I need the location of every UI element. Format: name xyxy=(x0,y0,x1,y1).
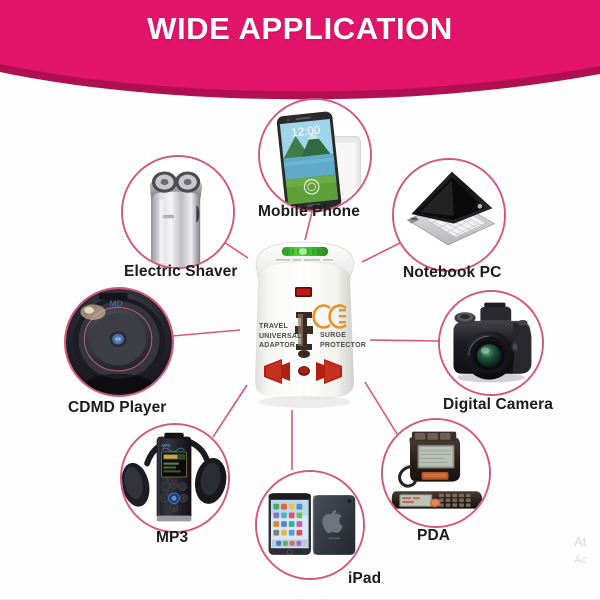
svg-text:v: v xyxy=(173,507,175,511)
mp3-player-icon: MP3 ^ xyxy=(122,425,228,531)
camera-icon: Nikon xyxy=(440,292,542,394)
label-digital-camera: Digital Camera xyxy=(443,396,553,413)
label-mp3: MP3 xyxy=(156,529,189,546)
bubble-electric-shaver[interactable] xyxy=(121,155,235,269)
label-pda: PDA xyxy=(417,527,451,544)
bubble-notebook-pc[interactable] xyxy=(392,158,506,272)
svg-text:MD: MD xyxy=(109,298,122,308)
ce-mark xyxy=(312,304,347,329)
banner-shape xyxy=(0,0,600,100)
label-cdmd-player: CDMD Player xyxy=(68,399,167,416)
bubble-cdmd-player[interactable]: MD xyxy=(64,287,174,397)
watermark-line-1: At xyxy=(574,534,587,549)
tablet-icon xyxy=(257,472,363,578)
header-banner: WIDE APPLICATION xyxy=(0,0,600,105)
svg-text:MP3: MP3 xyxy=(162,443,171,448)
laptop-icon xyxy=(394,160,504,270)
bubble-digital-camera[interactable]: Nikon xyxy=(438,290,544,396)
svg-text:^: ^ xyxy=(173,483,175,487)
page-title: WIDE APPLICATION xyxy=(147,11,453,46)
cd-player-icon: MD xyxy=(66,289,172,395)
connector-digital-camera xyxy=(369,339,441,342)
label-electric-shaver: Electric Shaver xyxy=(124,263,238,280)
label-ipad: iPad xyxy=(348,570,382,587)
label-mobile-phone: Mobile Phone xyxy=(258,203,360,220)
corner-watermark: At Ac xyxy=(574,533,600,569)
svg-text:‹: ‹ xyxy=(164,497,166,501)
bubble-mp3[interactable]: MP3 ^ xyxy=(120,423,230,533)
electric-shaver-icon xyxy=(123,157,233,267)
label-notebook-pc: Notebook PC xyxy=(403,264,502,281)
smartphone-icon: 12:00 xyxy=(260,100,370,210)
travel-adaptor-product[interactable]: TRAVEL UNIVERSAL ADAPTOR SURGE PROTECTOR xyxy=(238,234,372,409)
adaptor-right-text: SURGE PROTECTOR xyxy=(320,332,367,349)
svg-text:12:00: 12:00 xyxy=(291,125,321,140)
pda-icon xyxy=(383,420,489,526)
travel-adaptor-image xyxy=(255,241,355,408)
bubble-ipad[interactable] xyxy=(255,470,365,580)
connector-mobile-phone xyxy=(304,211,313,241)
adaptor-left-text: TRAVEL UNIVERSAL ADAPTOR xyxy=(259,323,302,349)
bubble-mobile-phone[interactable]: 12:00 xyxy=(258,98,372,212)
svg-text:›: › xyxy=(183,497,185,501)
connector-cdmd-player xyxy=(171,329,241,337)
watermark-line-2: Ac xyxy=(574,554,587,566)
bubble-pda[interactable] xyxy=(381,418,491,528)
